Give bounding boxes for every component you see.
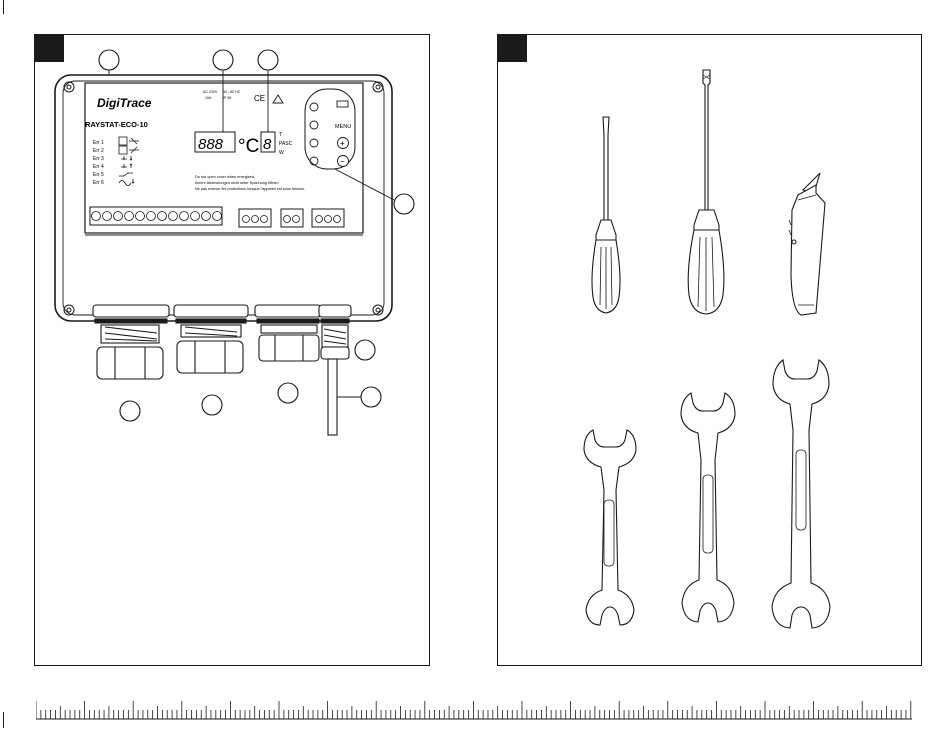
display-unit: °C [238, 136, 259, 157]
rating-right-2: IP 65 [223, 96, 231, 100]
callout-7 [278, 383, 298, 403]
callout-3 [258, 50, 278, 70]
menu-label: MENU [335, 124, 351, 130]
error-label: Err 1 [93, 140, 104, 146]
device-panel: DigiTrace RAYSTAT-ECO-10 AC 230V 10A 50 … [34, 34, 430, 666]
minus-sign: − [340, 157, 345, 166]
model-label: RAYSTAT-ECO-10 [85, 120, 148, 129]
error-label: Err 2 [93, 148, 104, 154]
cable-gland-1 [93, 305, 169, 379]
utility-knife-icon [789, 173, 825, 315]
cable-gland-2 [174, 305, 248, 373]
flat-screwdriver-icon [592, 117, 620, 313]
warning-line-3: Ne pas enlever les protections lorsque l… [195, 187, 305, 191]
callout-1 [99, 50, 119, 70]
callout-8 [202, 395, 222, 415]
warning-line-2: Innere Abdeckungen nicht unter Spannung … [195, 181, 280, 185]
rating-left-1: AC 230V [203, 90, 218, 94]
callout-6 [361, 387, 381, 407]
cable-gland-4 [319, 305, 351, 359]
cable-gland-3 [255, 305, 321, 361]
display-single-digit: 8 [263, 136, 272, 153]
plus-sign: + [340, 139, 345, 148]
sensor-cable [328, 359, 337, 435]
error-label: Err 3 [93, 156, 104, 162]
mode-label-pasc: PASC [279, 141, 293, 147]
error-label: Err 5 [93, 172, 104, 178]
ce-mark: CE [254, 94, 265, 103]
open-end-wrench-small-icon [584, 430, 636, 625]
edge-tick-bottom [3, 712, 4, 728]
edge-tick-top [3, 0, 4, 14]
callout-5 [355, 340, 375, 360]
callout-4 [394, 194, 414, 214]
mode-label-t: T [279, 132, 282, 138]
measurement-ruler [36, 696, 912, 720]
open-end-wrench-large-icon [772, 360, 830, 628]
brand-logo: DigiTrace [97, 96, 152, 110]
tools-diagram [498, 35, 921, 665]
tools-panel [497, 34, 922, 666]
callout-9 [120, 401, 140, 421]
error-label: Err 6 [93, 180, 104, 186]
thermostat-diagram: DigiTrace RAYSTAT-ECO-10 AC 230V 10A 50 … [35, 35, 429, 665]
rating-left-2: 10A [205, 96, 212, 100]
mode-label-w: W [279, 150, 284, 156]
open-end-wrench-medium-icon [681, 393, 735, 622]
callout-2 [213, 50, 233, 70]
phillips-screwdriver-icon [688, 70, 724, 314]
error-label: Err 4 [93, 164, 104, 170]
display-digits: 888 [198, 136, 224, 153]
warning-line-1: Do not open cover when energized. [195, 175, 255, 179]
rating-right-1: 50 - 60 HZ [223, 90, 241, 94]
